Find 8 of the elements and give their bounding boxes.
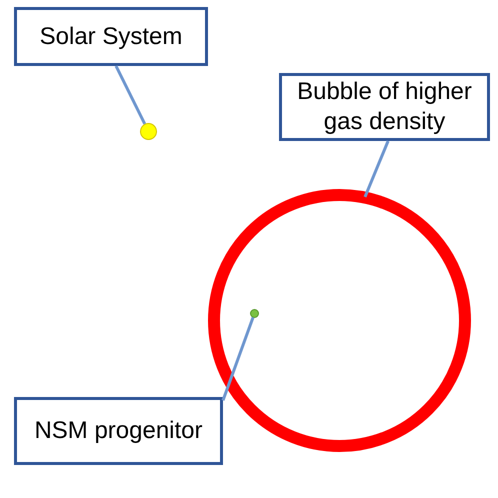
dot-marker [250,308,260,318]
leader-line [114,65,146,125]
leader-line [364,140,390,198]
leader-line [222,316,254,401]
callout-label: Solar System [14,7,208,66]
dot-marker [140,123,157,140]
callout-label: NSM progenitor [14,397,223,465]
callout-label: Bubble of higher gas density [279,73,490,141]
